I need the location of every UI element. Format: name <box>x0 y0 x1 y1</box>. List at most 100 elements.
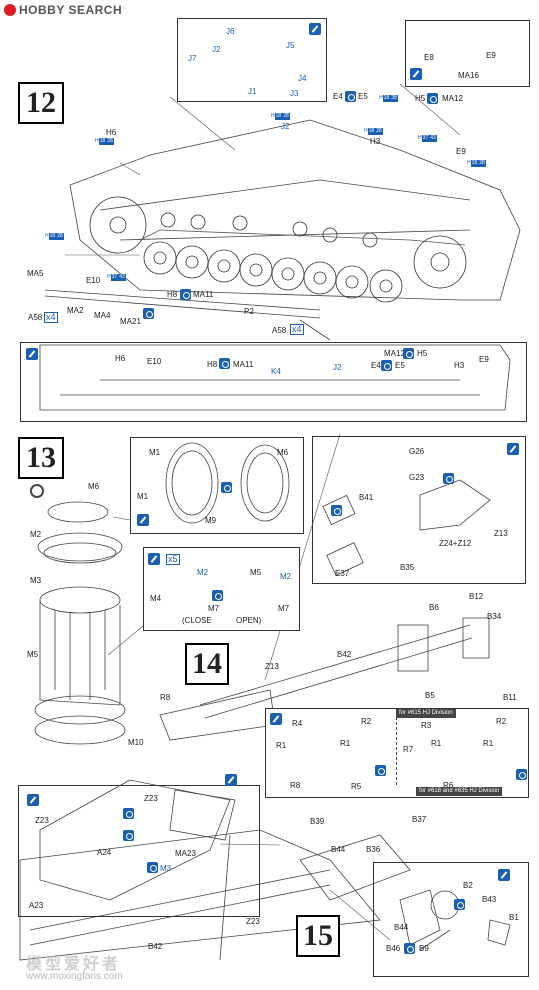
part-label: E4 <box>333 92 343 101</box>
part-label: J6 <box>226 27 235 36</box>
watermark: 模型爱好者 www.moxingfans.com <box>22 950 202 986</box>
part-label: B37 <box>412 815 427 824</box>
part-label: J1 <box>248 87 257 96</box>
part-label: B12 <box>469 592 484 601</box>
part-label: G23 <box>409 473 425 482</box>
part-label: MA11 <box>233 360 254 369</box>
paint-pen-icon <box>498 869 510 881</box>
glue-icon <box>331 505 342 516</box>
glue-icon <box>454 899 465 910</box>
part-label: E8 <box>424 53 434 62</box>
part-label: E10 <box>147 357 162 366</box>
step-number-13: 13 <box>18 437 64 479</box>
paint-pen-icon <box>137 514 149 526</box>
glue-icon <box>180 289 191 300</box>
part-label: R6 <box>443 781 454 790</box>
logo-mark-icon <box>4 4 16 16</box>
part-label: B39 <box>310 817 325 826</box>
part-label: H5 <box>415 94 426 103</box>
part-label: R1 <box>431 739 442 748</box>
glue-icon <box>443 473 454 484</box>
open-label: OPEN) <box>236 616 262 625</box>
glue-icon <box>143 308 154 319</box>
part-label: R1 <box>276 741 287 750</box>
part-label: E37 <box>335 569 350 578</box>
logo-text: HOBBY SEARCH <box>19 3 123 17</box>
part-label: J5 <box>286 41 295 50</box>
part-label: B1 <box>509 913 519 922</box>
paint-pen-icon <box>148 553 160 565</box>
part-label: M2 <box>280 572 292 581</box>
part-label: B36 <box>366 845 381 854</box>
part-label: E4 <box>371 361 381 370</box>
part-label: E9 <box>479 355 489 364</box>
part-label: J2 <box>212 45 221 54</box>
part-label: B35 <box>400 563 415 572</box>
close-label: (CLOSE <box>182 616 212 625</box>
part-label: B34 <box>487 612 502 621</box>
part-label: MA2 <box>67 306 84 315</box>
glue-icon <box>516 769 527 780</box>
glue-icon <box>375 765 386 776</box>
step-number-14: 14 <box>185 643 229 685</box>
glue-icon <box>403 348 414 359</box>
part-label: MA11 <box>193 290 214 299</box>
part-label: H8 <box>207 360 218 369</box>
glue-icon <box>219 358 230 369</box>
paint-brush-icon <box>225 774 237 786</box>
part-label: E5 <box>395 361 405 370</box>
part-label: H5 <box>417 349 428 358</box>
step-number-15: 15 <box>296 915 340 957</box>
glue-icon <box>345 91 356 102</box>
part-label: M9 <box>205 516 217 525</box>
part-label: B5 <box>425 691 435 700</box>
quantity-tag: x4 <box>44 312 58 323</box>
variant-divider <box>396 717 397 785</box>
part-label: B42 <box>337 650 352 659</box>
part-label: E9 <box>456 147 466 156</box>
part-label: R5 <box>351 782 362 791</box>
step13-inset-hatch: x5 M2 M5 M2 M4 M7 M7 (CLOSE OPEN) <box>143 547 300 631</box>
part-label: H3 <box>454 361 465 370</box>
part-label: B9 <box>419 944 429 953</box>
part-label: M2 <box>30 530 42 539</box>
paint-pen-icon <box>410 68 422 80</box>
paint-pen-icon <box>26 348 38 360</box>
part-label: B11 <box>503 693 517 702</box>
part-label: M1 <box>149 448 161 457</box>
glue-icon <box>123 830 134 841</box>
part-label: H6 <box>106 128 117 137</box>
part-label: B44 <box>394 923 409 932</box>
watermark-line1: 模型爱好者 <box>26 956 122 973</box>
part-label: A24 <box>97 848 112 857</box>
step15-inset-detail: B2 B43 B1 B44 B46 B9 <box>373 862 529 977</box>
part-label: R2 <box>496 717 507 726</box>
hobby-search-logo[interactable]: HOBBY SEARCH <box>4 3 164 17</box>
glue-icon <box>427 93 438 104</box>
part-label: A58 <box>272 326 287 335</box>
part-label: P2 <box>244 307 254 316</box>
part-label: R3 <box>421 721 432 730</box>
part-label: R4 <box>292 719 303 728</box>
part-label: B46 <box>386 944 401 953</box>
part-label: B42 <box>148 942 163 951</box>
part-label: M2 <box>197 568 209 577</box>
part-label: Z13 <box>494 529 508 538</box>
part-label: B44 <box>331 845 346 854</box>
part-label: H8 <box>167 290 178 299</box>
part-label: E5 <box>358 92 368 101</box>
step12-inset-j: J6 J5 J2 J7 J4 J1 J3 <box>177 18 327 102</box>
glue-icon <box>123 808 134 819</box>
part-label: MA16 <box>458 71 479 80</box>
part-label: R2 <box>361 717 372 726</box>
part-label: R1 <box>340 739 351 748</box>
part-label: Z23 <box>144 794 158 803</box>
part-label: R8 <box>290 781 301 790</box>
part-label: J7 <box>188 54 197 63</box>
watermark-line2: www.moxingfans.com <box>26 971 123 982</box>
